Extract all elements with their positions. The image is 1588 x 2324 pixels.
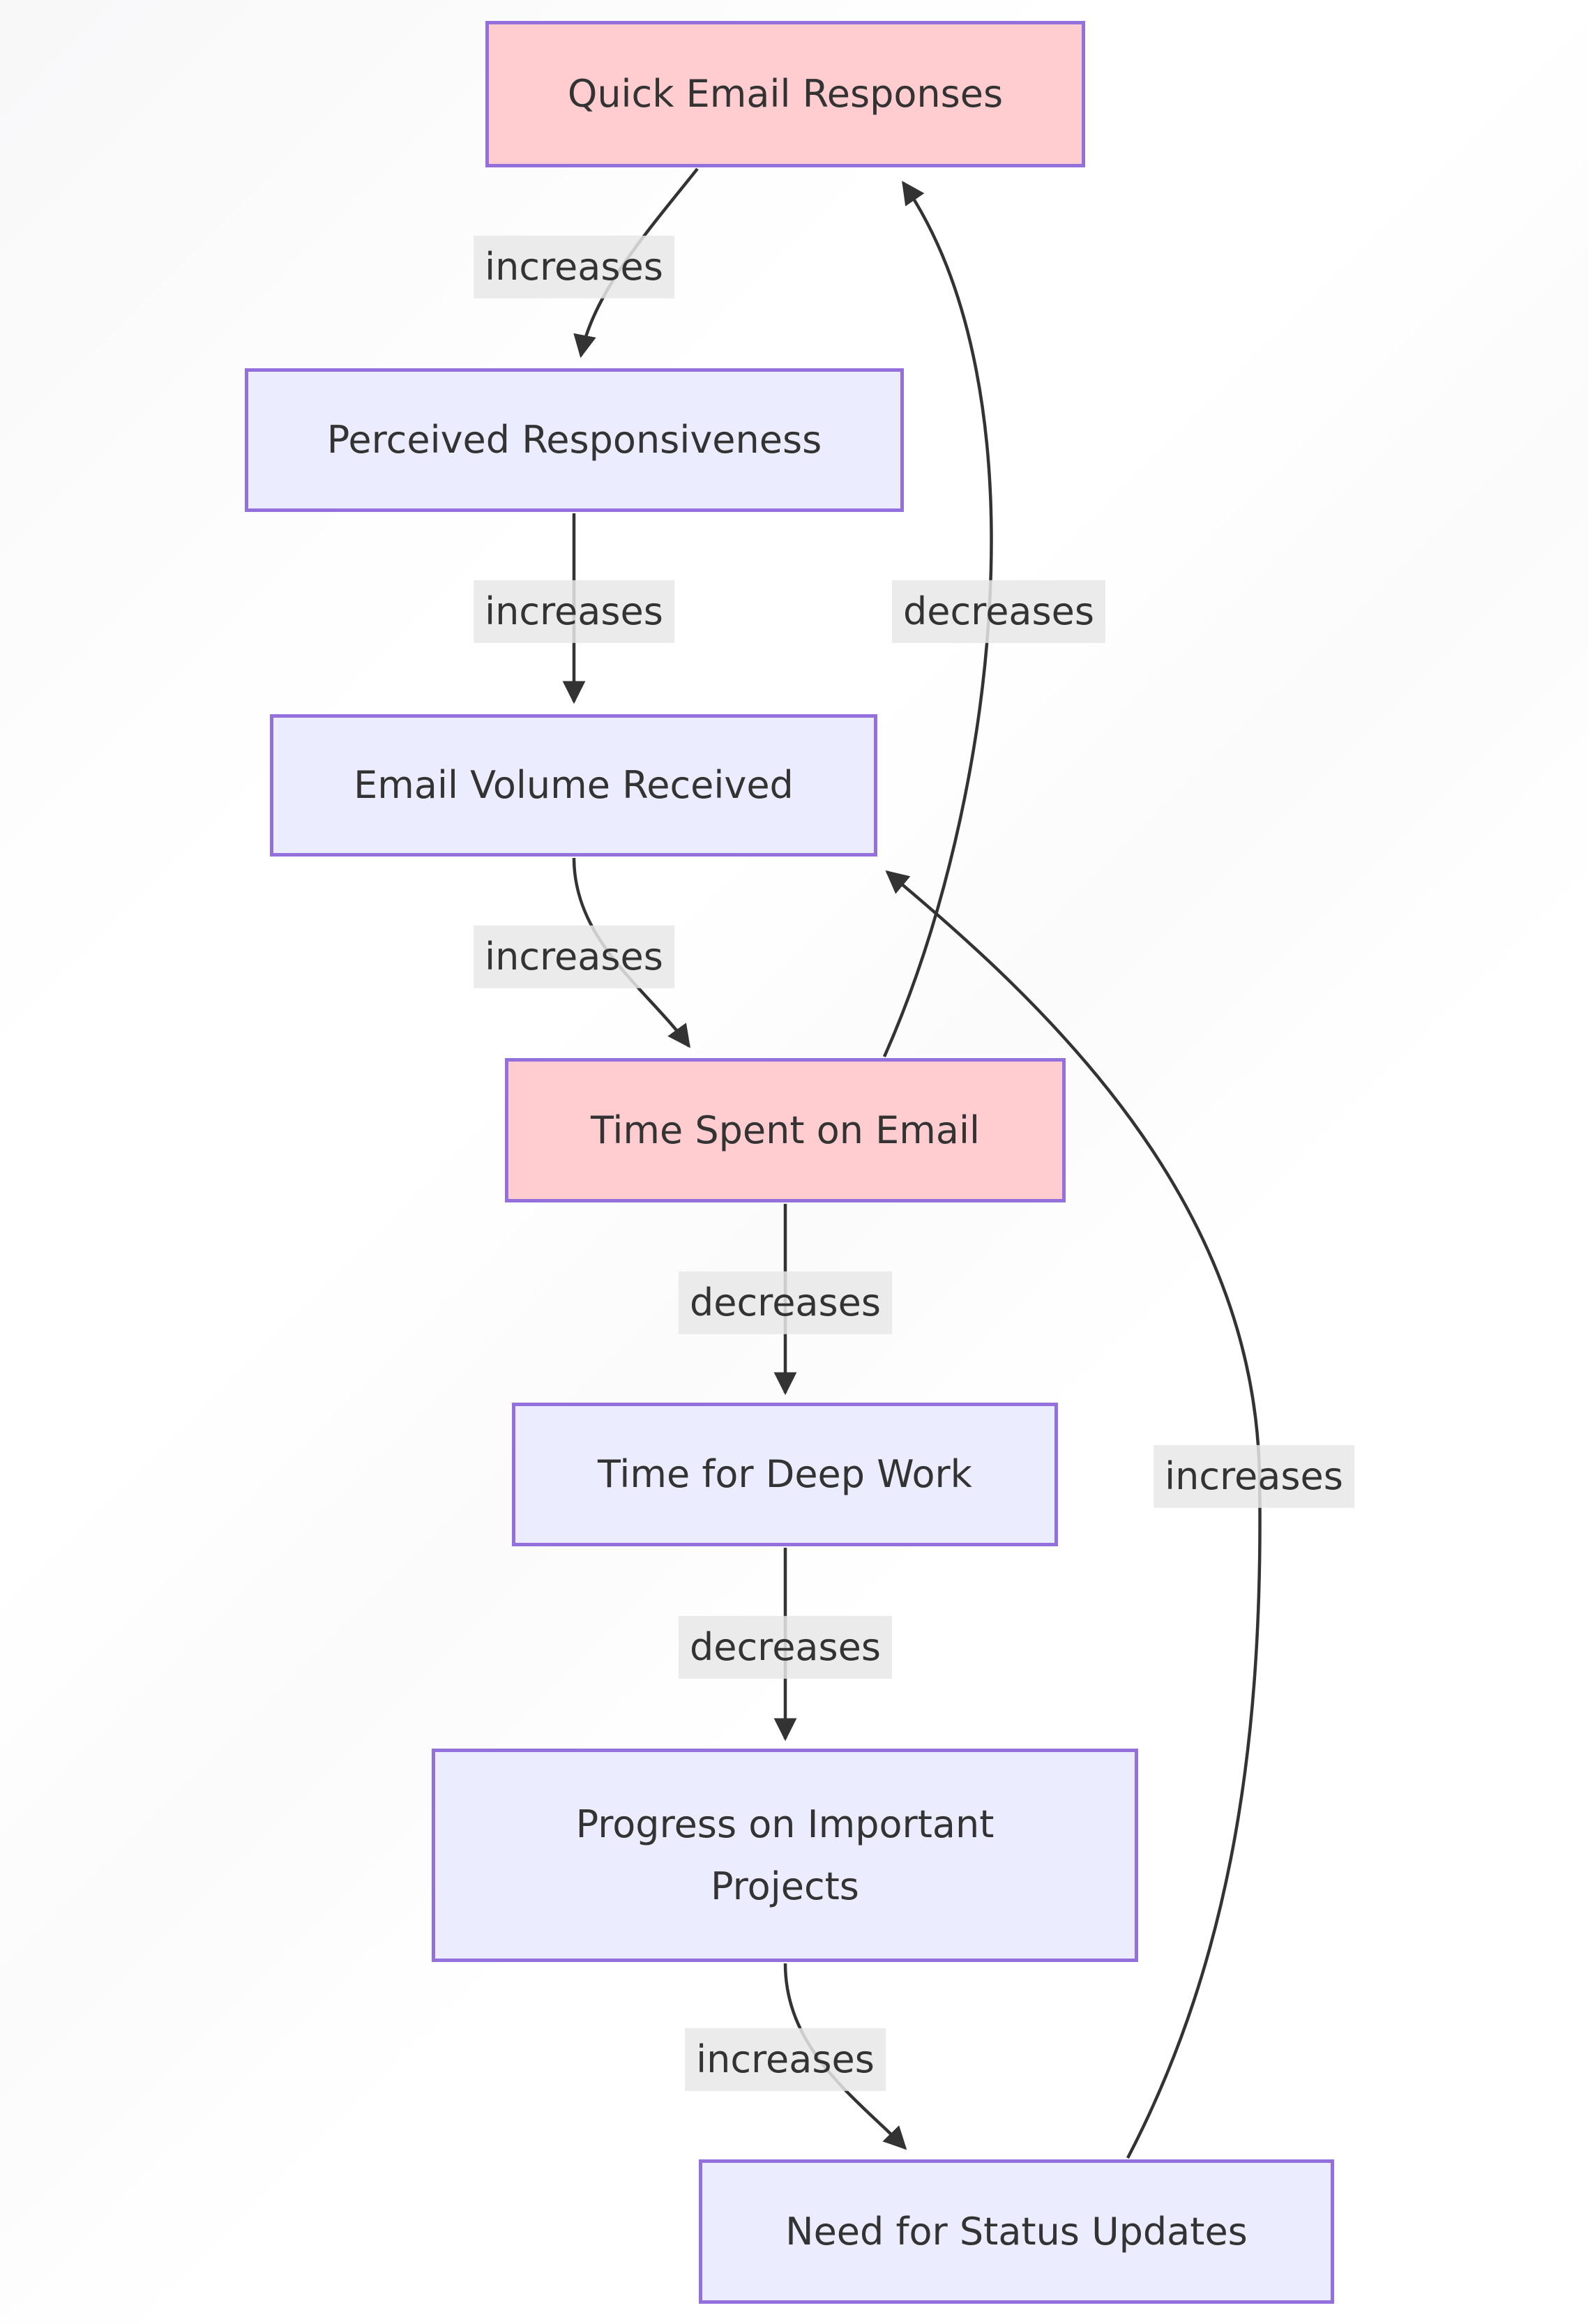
edge-label-quick-to-perceived: increases xyxy=(474,235,674,299)
node-label: Need for Status Updates xyxy=(785,2209,1248,2254)
node-label: Progress on Important Projects xyxy=(575,1802,995,1908)
node-label: Email Volume Received xyxy=(354,763,794,808)
edge-label-timespent-to-quick: decreases xyxy=(891,580,1106,644)
node-time-for-deep-work: Time for Deep Work xyxy=(512,1403,1058,1546)
node-perceived-responsiveness: Perceived Responsiveness xyxy=(245,368,904,512)
node-label: Time for Deep Work xyxy=(598,1452,972,1497)
edge-label-volume-to-timespent: increases xyxy=(474,925,674,989)
node-label: Quick Email Responses xyxy=(567,72,1004,116)
node-quick-email-responses: Quick Email Responses xyxy=(485,21,1085,167)
node-email-volume-received: Email Volume Received xyxy=(270,714,877,857)
node-label: Perceived Responsiveness xyxy=(326,418,822,462)
edge-label-timespent-to-deepwork: decreases xyxy=(678,1271,893,1335)
node-progress-on-important-projects: Progress on Important Projects xyxy=(432,1749,1138,1962)
edge-label-perceived-to-volume: increases xyxy=(474,580,674,644)
edge-label-deepwork-to-progress: decreases xyxy=(678,1615,893,1680)
node-time-spent-on-email: Time Spent on Email xyxy=(505,1058,1066,1202)
edge-label-status-to-volume: increases xyxy=(1154,1444,1354,1509)
node-label: Time Spent on Email xyxy=(591,1108,980,1152)
edge-label-progress-to-status: increases xyxy=(685,2028,886,2092)
node-need-for-status-updates: Need for Status Updates xyxy=(699,2159,1334,2304)
